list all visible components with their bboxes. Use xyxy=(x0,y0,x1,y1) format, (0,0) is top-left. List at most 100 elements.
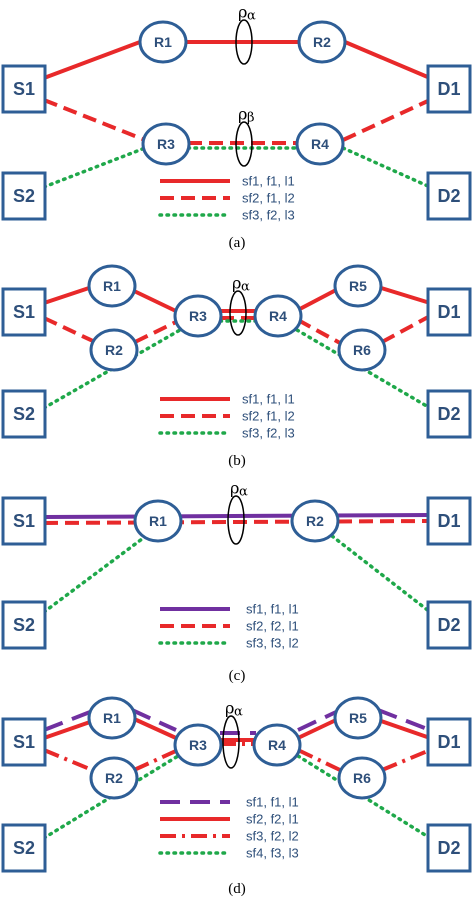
router-r5 xyxy=(333,696,383,740)
node-s2-box xyxy=(1,389,47,439)
router-r1 xyxy=(138,20,188,64)
legend-label-2: sf2, f2, l1 xyxy=(246,619,299,634)
ring-rho-alpha-ellipse xyxy=(235,19,253,65)
router-r1 xyxy=(87,264,137,308)
node-s2-box xyxy=(1,171,47,221)
ring-rho-alpha-symbol: ρ xyxy=(225,699,234,718)
node-s1-label: S1 xyxy=(13,511,35,531)
node-s1-box xyxy=(1,496,47,546)
link-s1-r1 xyxy=(43,285,93,305)
link-r4-r5-purple xyxy=(297,710,337,732)
ring-rho-alpha-ellipse xyxy=(222,715,240,769)
router-r4-label: R4 xyxy=(268,737,286,753)
router-r2 xyxy=(89,756,139,800)
router-r3 xyxy=(173,723,223,767)
node-s1-label: S1 xyxy=(13,79,35,99)
node-d1-box xyxy=(426,717,472,767)
panel-caption: (c) xyxy=(229,668,246,684)
node-s2-label: S2 xyxy=(13,838,35,858)
ring-rho-beta-symbol: ρ xyxy=(238,105,247,124)
link-r1-r3 xyxy=(131,288,181,315)
router-r6 xyxy=(337,328,387,372)
node-s1-box xyxy=(1,64,47,114)
node-d1-label: D1 xyxy=(437,79,460,99)
router-r2-label: R2 xyxy=(313,34,331,50)
link-r6-d1 xyxy=(381,314,431,344)
router-r2-label: R2 xyxy=(105,770,123,786)
legend-label-1: sf1, f1, l1 xyxy=(242,174,295,189)
node-d2-label: D2 xyxy=(437,404,460,424)
link-s1-r1-red xyxy=(43,720,91,740)
node-d1-box xyxy=(426,64,472,114)
router-r1 xyxy=(133,499,183,543)
router-r1-label: R1 xyxy=(154,34,172,50)
legend-label-1: sf1, f1, l1 xyxy=(246,602,299,617)
link-r4-r5 xyxy=(295,288,337,313)
panel-caption: (b) xyxy=(228,453,246,469)
link-r5-d1-purple xyxy=(377,708,431,732)
legend-label-3: sf3, f2, l3 xyxy=(242,426,295,441)
link-r1-r3-red xyxy=(131,716,177,740)
ring-rho-alpha-symbol: ρ xyxy=(230,479,239,498)
node-d2-label: D2 xyxy=(437,838,460,858)
ring-rho-alpha-ellipse xyxy=(227,495,245,545)
router-r1 xyxy=(87,696,137,740)
router-r1-label: R1 xyxy=(103,278,121,294)
link-r2-d1 xyxy=(344,40,431,80)
legend-label-1: sf1, f1, l1 xyxy=(246,795,299,810)
link-s1-r3 xyxy=(43,98,146,142)
router-r5-label: R5 xyxy=(349,710,367,726)
router-r6-label: R6 xyxy=(353,342,371,358)
link-r4-r5-red xyxy=(297,718,337,740)
link-s1-d1-red xyxy=(43,519,431,525)
link-s2-r1 xyxy=(42,534,148,614)
router-r4-label: R4 xyxy=(269,308,287,324)
legend-label-3: sf3, f2, l2 xyxy=(246,829,299,844)
legend-label-2: sf2, f2, l1 xyxy=(246,812,299,827)
router-r2-label: R2 xyxy=(105,342,123,358)
node-s2-label: S2 xyxy=(13,615,35,635)
ring-rho-alpha-symbol: ρ xyxy=(232,274,241,293)
ring-rho-alpha-ellipse xyxy=(229,290,247,336)
ring-rho-alpha-symbol: ρ xyxy=(238,3,247,22)
router-r3-label: R3 xyxy=(189,308,207,324)
router-r3-label: R3 xyxy=(157,136,175,152)
node-d2-box xyxy=(426,171,472,221)
router-r1-label: R1 xyxy=(149,513,167,529)
legend-label-3: sf3, f2, l3 xyxy=(242,208,295,223)
node-s1-box xyxy=(1,287,47,337)
router-r4 xyxy=(253,294,303,338)
ring-rho-alpha-subscript: α xyxy=(239,485,248,500)
node-d2-label: D2 xyxy=(437,186,460,206)
node-s2-label: S2 xyxy=(13,404,35,424)
link-r1-r3-purple xyxy=(131,708,177,732)
ring-rho-alpha-subscript: α xyxy=(247,9,256,24)
link-r4-d1 xyxy=(342,98,431,142)
link-r4-d2 xyxy=(341,146,432,189)
ring-rho-beta-ellipse xyxy=(235,121,253,167)
router-r6-label: R6 xyxy=(353,770,371,786)
router-r3 xyxy=(173,294,223,338)
router-r3 xyxy=(141,122,191,166)
router-r2 xyxy=(290,499,340,543)
router-r5-label: R5 xyxy=(349,278,367,294)
node-d1-label: D1 xyxy=(437,511,460,531)
link-s1-d1-purple xyxy=(43,513,431,519)
link-r2-d2 xyxy=(330,534,432,614)
router-r4 xyxy=(295,122,345,166)
node-s2-box xyxy=(1,823,47,873)
link-r4-r6 xyxy=(297,748,341,772)
link-r4-r6 xyxy=(297,318,341,345)
ring-rho-alpha-subscript: α xyxy=(234,705,243,720)
node-d1-label: D1 xyxy=(437,732,460,752)
legend-label-2: sf2, f1, l2 xyxy=(242,191,295,206)
link-r2-r3 xyxy=(134,318,181,344)
router-r5 xyxy=(333,264,383,308)
panel-caption: (d) xyxy=(228,881,246,897)
legend-label-1: sf1, f1, l1 xyxy=(242,392,295,407)
node-s1-box xyxy=(1,717,47,767)
